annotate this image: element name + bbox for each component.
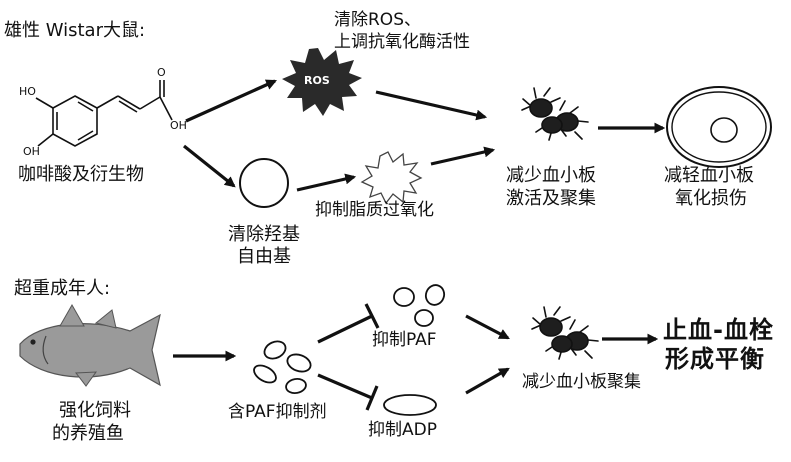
fish-label-line1: 强化饲料 [59, 400, 131, 421]
oxidative-damage-line1: 减轻血小板 [664, 165, 754, 186]
section-1-title: 雄性 Wistar大鼠: [4, 20, 146, 41]
inhibit-adp-label: 抑制ADP [368, 420, 437, 440]
inhibition-lines [317, 303, 380, 411]
molecule-label-oh-bottom: OH [23, 145, 40, 158]
paf-molecule-ovals [393, 284, 446, 327]
aggregated-platelets-cluster [531, 306, 599, 360]
arrows-section-2 [173, 314, 659, 395]
hydroxyl-line1: 清除羟基 [228, 224, 300, 245]
platelet-oxidation-icon [666, 86, 772, 168]
oxidative-damage-line2: 氧化损伤 [675, 188, 747, 209]
activated-platelets-cluster [521, 87, 589, 141]
inhibit-paf-label: 抑制PAF [372, 330, 437, 350]
ros-label: ROS [304, 74, 330, 87]
lipid-peroxidation-label: 抑制脂质过氧化 [315, 200, 434, 220]
hemostasis-balance-line2: 形成平衡 [665, 345, 765, 373]
ros-burst-icon [282, 48, 362, 116]
adp-molecule-oval [383, 394, 437, 416]
ros-clear-line2: 上调抗氧化酶活性 [334, 32, 470, 52]
molecule-label-oh-acid: OH [170, 119, 187, 132]
platelet-activation-line2: 激活及聚集 [506, 188, 596, 209]
hydroxyl-radical-circle [239, 158, 289, 208]
lipid-peroxidation-burst-icon [360, 151, 423, 205]
hemostasis-balance-line1: 止血-血栓 [663, 316, 774, 344]
hydroxyl-line2: 自由基 [237, 246, 291, 267]
caffeic-acid-structure [35, 80, 173, 147]
section-2-title: 超重成年人: [14, 278, 111, 299]
molecule-label-ho-top: HO [19, 85, 36, 98]
fish-label-line2: 的养殖鱼 [52, 423, 124, 444]
fish-icon [19, 303, 161, 387]
platelet-aggregation-label: 减少血小板聚集 [522, 372, 641, 392]
paf-inhibitor-label: 含PAF抑制剂 [228, 402, 327, 422]
paf-inhibitor-ovals [253, 340, 312, 395]
arrows-section-1 [183, 79, 666, 192]
molecule-label-o: O [157, 66, 166, 79]
ros-clear-line1: 清除ROS、 [334, 10, 421, 30]
compound-label: 咖啡酸及衍生物 [18, 164, 144, 185]
platelet-activation-line1: 减少血小板 [506, 165, 596, 186]
